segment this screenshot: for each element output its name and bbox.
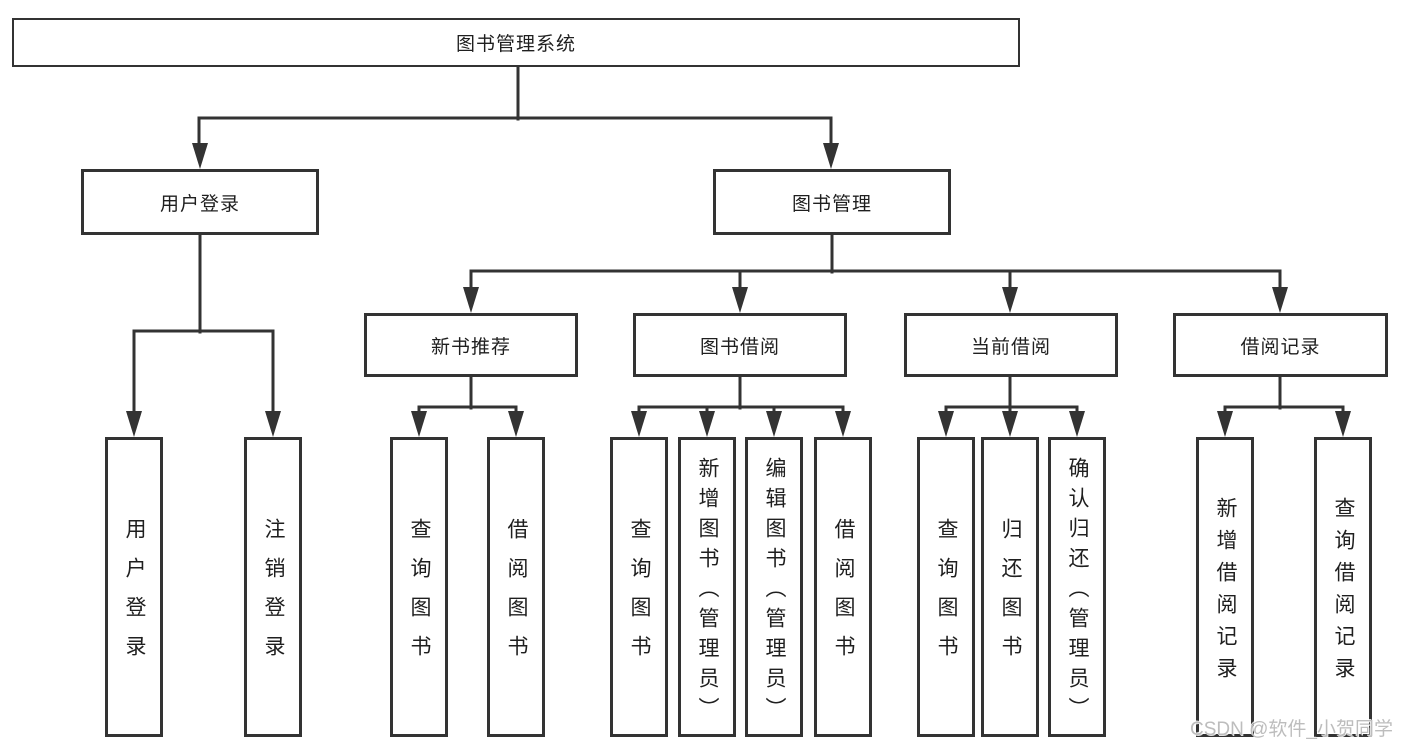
leaf-borrow-add-book-admin: 新增图书（管理员） xyxy=(678,437,736,737)
node-library-system: 图书管理系统 xyxy=(12,18,1020,67)
node-book-management: 图书管理 xyxy=(713,169,951,235)
leaf-borrow-query-book: 查询图书 xyxy=(610,437,668,737)
watermark-text: CSDN @软件_小贺同学 xyxy=(1190,719,1393,740)
node-current-borrowing: 当前借阅 xyxy=(904,313,1118,377)
node-borrowing-records: 借阅记录 xyxy=(1173,313,1388,377)
leaf-recommend-borrow-book: 借阅图书 xyxy=(487,437,545,737)
leaf-logout: 注销登录 xyxy=(244,437,302,737)
leaf-borrow-edit-book-admin: 编辑图书（管理员） xyxy=(745,437,803,737)
leaf-borrow-borrow-book: 借阅图书 xyxy=(814,437,872,737)
node-new-book-recommend: 新书推荐 xyxy=(364,313,578,377)
leaf-recommend-query-book: 查询图书 xyxy=(390,437,448,737)
leaf-current-confirm-return-admin: 确认归还（管理员） xyxy=(1048,437,1106,737)
node-book-borrowing: 图书借阅 xyxy=(633,313,847,377)
leaf-current-query-book: 查询图书 xyxy=(917,437,975,737)
leaf-records-add-record: 新增借阅记录 xyxy=(1196,437,1254,737)
node-user-login: 用户登录 xyxy=(81,169,319,235)
leaf-current-return-book: 归还图书 xyxy=(981,437,1039,737)
leaf-user-login: 用户登录 xyxy=(105,437,163,737)
arrowheads xyxy=(126,143,1351,437)
leaf-records-query-record: 查询借阅记录 xyxy=(1314,437,1372,737)
